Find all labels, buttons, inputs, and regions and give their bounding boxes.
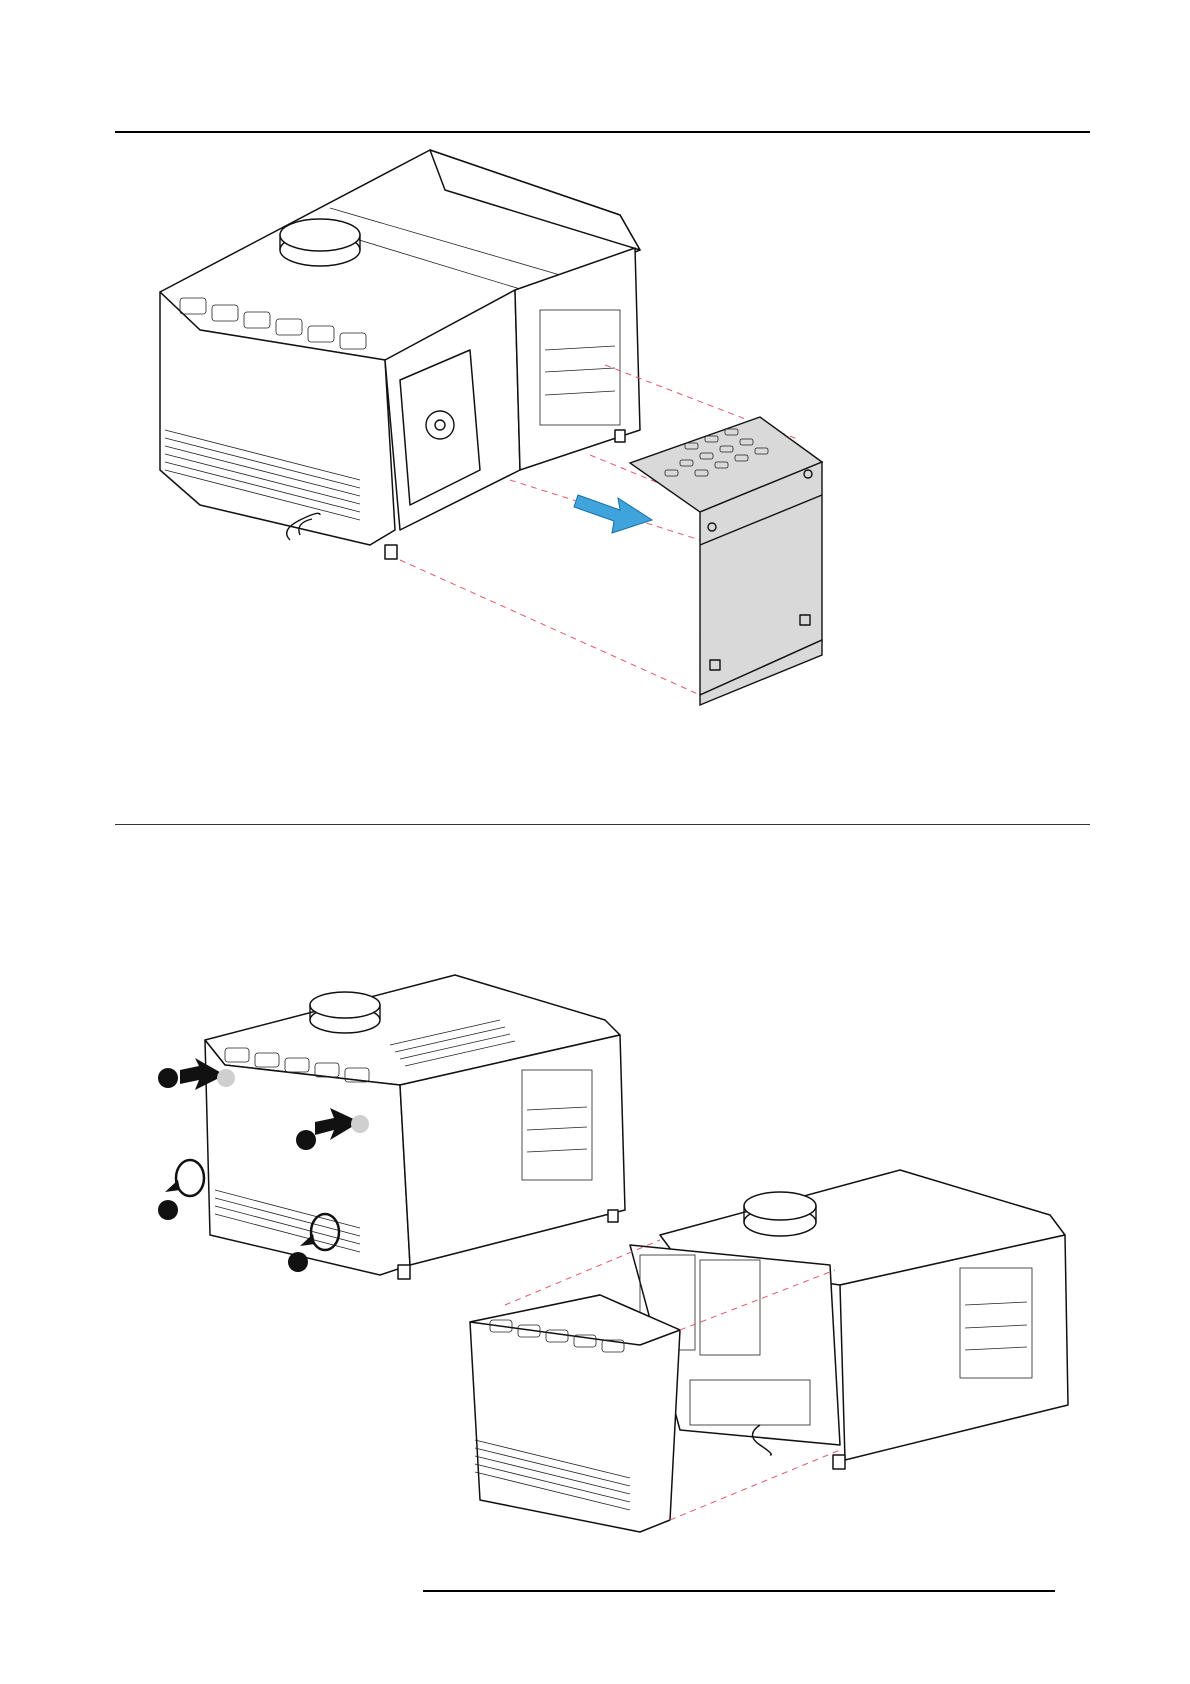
callout-2 bbox=[296, 1130, 316, 1150]
callout-3 bbox=[158, 1200, 178, 1220]
callout-1 bbox=[158, 1068, 178, 1088]
projector-body-open bbox=[630, 1170, 1068, 1469]
projector-body-front bbox=[205, 975, 625, 1279]
callout-4 bbox=[288, 1252, 308, 1272]
detached-front-cover bbox=[470, 1295, 680, 1532]
